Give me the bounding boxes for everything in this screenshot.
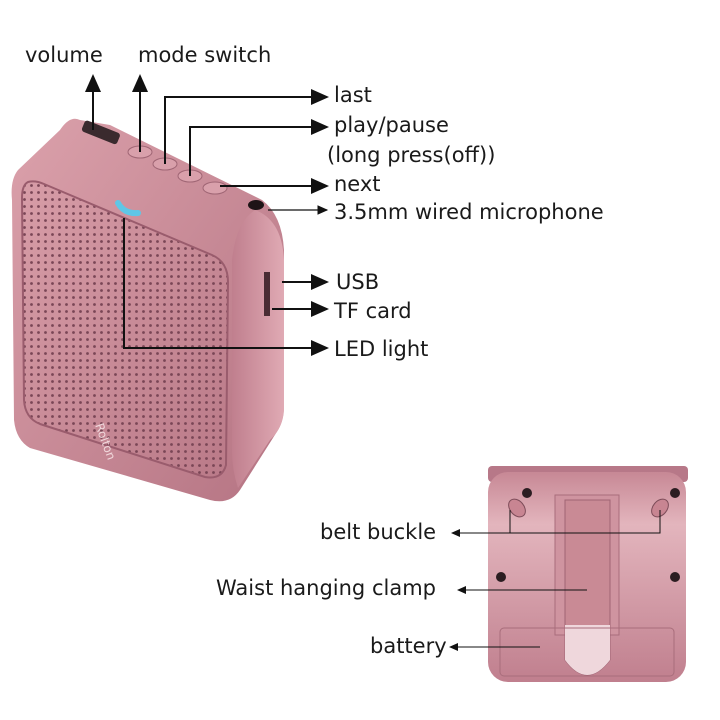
- label-clamp: Waist hanging clamp: [216, 576, 436, 600]
- label-play-pause-note: (long press(off)): [327, 143, 496, 167]
- label-tf-card: TF card: [334, 299, 412, 323]
- label-next: next: [334, 172, 381, 196]
- usb-tf-slot: [264, 272, 270, 316]
- leader-lines: [85, 74, 661, 651]
- label-belt-buckle: belt buckle: [320, 520, 437, 544]
- label-play-pause: play/pause: [334, 113, 449, 137]
- label-last: last: [334, 83, 372, 107]
- label-usb: USB: [336, 270, 380, 294]
- mic-jack: [248, 200, 264, 210]
- label-battery: battery: [370, 634, 447, 658]
- label-mic: 3.5mm wired microphone: [334, 200, 604, 224]
- label-volume: volume: [25, 43, 103, 67]
- speaker-back-view: [488, 466, 688, 682]
- speaker-front-view: Rolton: [11, 118, 284, 502]
- led-light: [115, 200, 141, 217]
- label-mode-switch: mode switch: [138, 43, 272, 67]
- label-led: LED light: [334, 337, 429, 361]
- volume-wheel: [81, 120, 120, 145]
